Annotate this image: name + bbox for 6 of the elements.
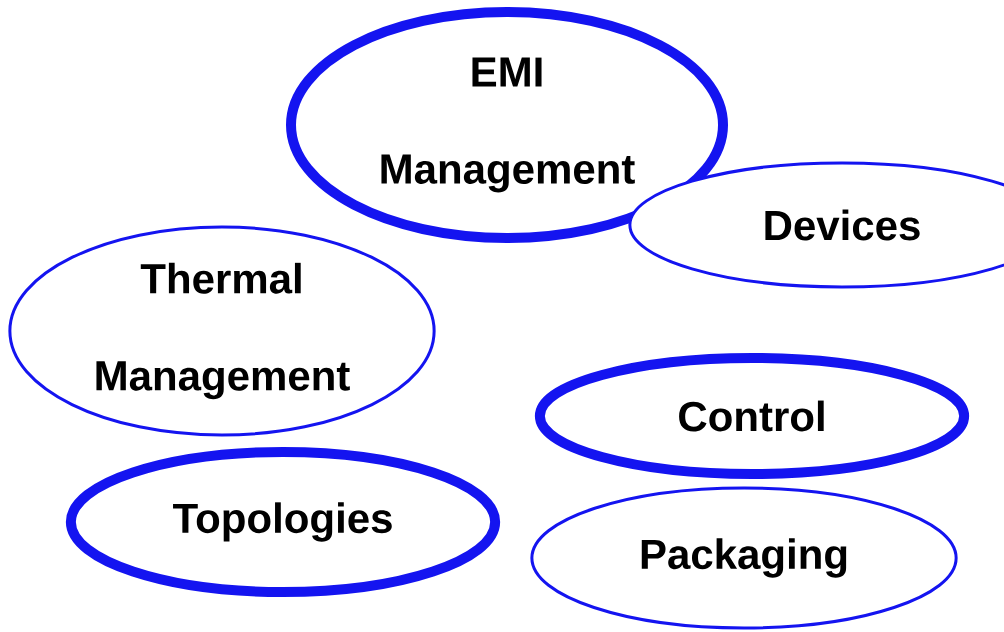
ellipse-node: EMI Management: [286, 7, 728, 243]
ellipse-node: Control: [534, 353, 970, 479]
node-label: Devices: [765, 209, 920, 241]
ellipse-node: Thermal Management: [8, 225, 436, 437]
ellipse-node: Packaging: [530, 486, 958, 630]
ellipse-node: Topologies: [65, 447, 501, 597]
